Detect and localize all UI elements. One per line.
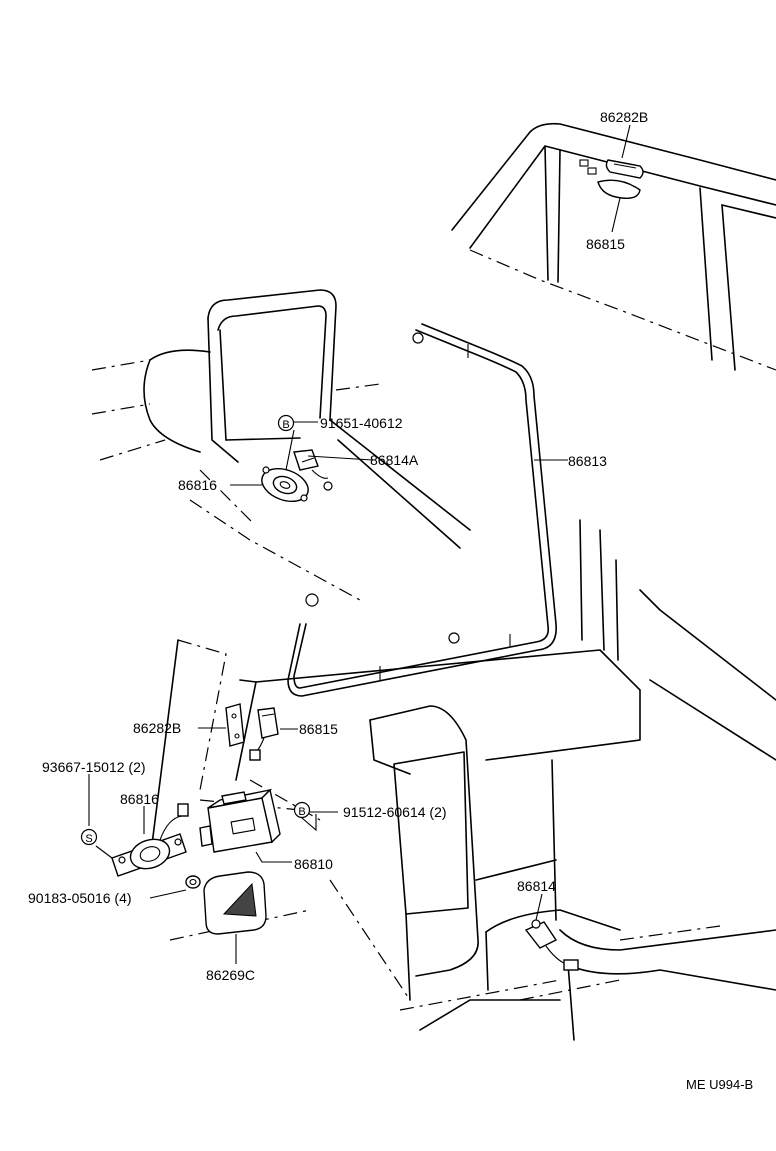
part-label-91651-40612: 91651-40612	[320, 415, 403, 431]
part-label-86815-lower: 86815	[299, 721, 338, 737]
part-label-86816-upper: 86816	[178, 477, 217, 493]
cover-86282B-lower	[225, 703, 245, 747]
part-label-86816-lower: 86816	[120, 791, 159, 807]
speaker-upper	[261, 466, 309, 503]
part-label-86814: 86814	[517, 878, 556, 894]
marker-text: S	[85, 833, 92, 845]
part-label-86269C: 86269C	[206, 967, 255, 983]
washer-90183	[185, 875, 201, 889]
part-label-86282B-lower: 86282B	[133, 720, 181, 736]
grille-86269C	[203, 871, 267, 935]
part-label-86813: 86813	[568, 453, 607, 469]
lower-body	[149, 519, 776, 1041]
amplifier-86810	[199, 788, 281, 853]
marker-s: S	[80, 828, 98, 846]
part-label-86814A: 86814A	[370, 452, 419, 468]
marker-text: B	[282, 419, 289, 431]
marker-text: B	[298, 806, 305, 818]
connector-86814	[524, 919, 579, 971]
connector-86814A	[293, 449, 333, 491]
rear-window-frame	[451, 122, 776, 371]
part-label-90183-05016: 90183-05016 (4)	[28, 890, 132, 906]
side-window-frame	[91, 289, 471, 601]
part-label-86815-upper: 86815	[586, 236, 625, 252]
dome-lamp-upper	[579, 159, 644, 200]
marker-b-lower: B	[293, 801, 311, 819]
cord-86813	[287, 323, 557, 697]
figure-code: ME U994-B	[686, 1077, 753, 1092]
part-label-91512-60614: 91512-60614 (2)	[343, 804, 447, 820]
part-label-93667-15012: 93667-15012 (2)	[42, 759, 146, 775]
marker-b-upper: B	[277, 414, 295, 432]
lamp-86815-lower	[249, 707, 279, 761]
speaker-86816-lower	[111, 803, 189, 877]
part-label-86282B-upper: 86282B	[600, 109, 648, 125]
part-label-86810: 86810	[294, 856, 333, 872]
leader-lines	[88, 124, 631, 964]
